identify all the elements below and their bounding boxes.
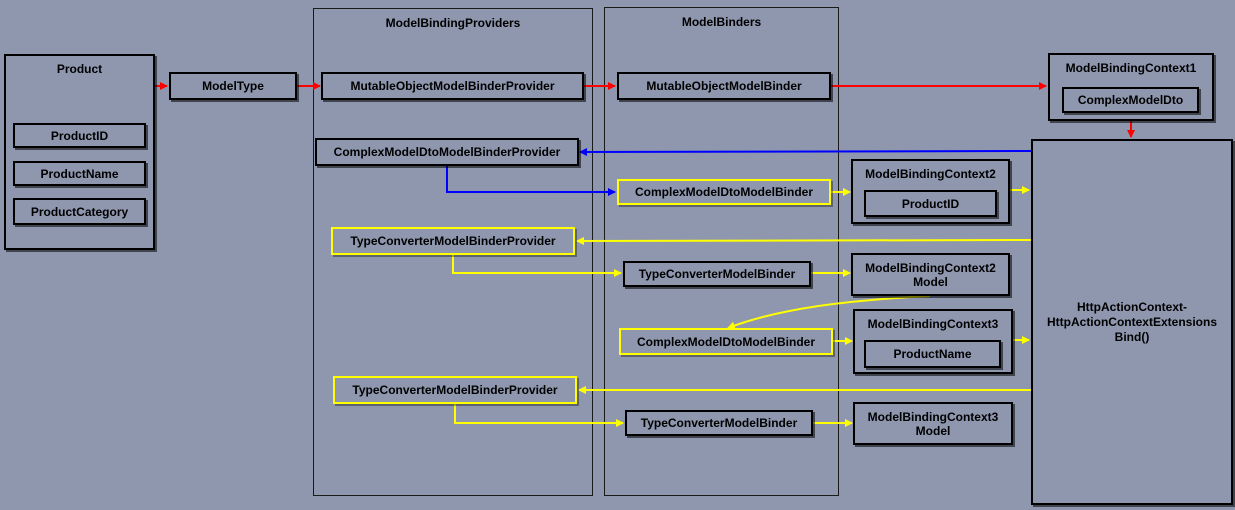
product-class-title: Product — [56, 62, 103, 76]
context2-productid: ProductID — [864, 190, 997, 217]
arrow-typeconverter-provider-2-to-binder — [454, 404, 624, 427]
mutable-object-binder-box: MutableObjectModelBinder — [617, 72, 831, 100]
complex-dto-provider-box: ComplexModelDtoModelBinderProvider — [315, 138, 579, 166]
arrow-action-to-complex-provider — [579, 147, 1032, 156]
complex-dto-binder-box-2: ComplexModelDtoModelBinder — [619, 328, 833, 355]
context3-title: ModelBindingContext3 — [867, 317, 999, 331]
model-type-box: ModelType — [169, 72, 297, 100]
product-class-box: Product — [4, 54, 155, 250]
context1-complex-model-dto: ComplexModelDto — [1062, 87, 1199, 113]
arrow-complex-provider-to-binder — [446, 166, 616, 196]
model-binders-group: ModelBinders — [604, 7, 839, 496]
model-binding-context2-model-box: ModelBindingContext2 Model — [851, 253, 1010, 296]
arrow-context2-model-to-complex-binder-2 — [727, 295, 931, 330]
model-binding-context2-box: ModelBindingContext2 — [851, 159, 1010, 224]
typeconverter-provider-box-2: TypeConverterModelBinderProvider — [333, 376, 577, 404]
typeconverter-binder-box-1: TypeConverterModelBinder — [623, 261, 811, 287]
model-binding-providers-group: ModelBindingProviders — [313, 8, 593, 496]
http-action-context-box: HttpActionContext- HttpActionContextExte… — [1031, 139, 1233, 505]
arrow-typeconverter-provider-1-to-binder — [452, 254, 622, 277]
product-field-productcategory: ProductCategory — [13, 198, 146, 225]
product-field-productid: ProductID — [13, 123, 146, 148]
context2-title: ModelBindingContext2 — [865, 167, 996, 181]
typeconverter-binder-box-2: TypeConverterModelBinder — [625, 410, 813, 436]
binders-group-title: ModelBinders — [681, 15, 762, 29]
context1-title: ModelBindingContext1 — [1065, 61, 1197, 75]
mutable-object-provider-box: MutableObjectModelBinderProvider — [321, 72, 584, 100]
product-field-productname: ProductName — [13, 161, 146, 186]
model-binding-context3-box: ModelBindingContext3 — [853, 309, 1013, 374]
context3-productname: ProductName — [864, 340, 1001, 368]
arrow-action-to-typeconverter-provider-1 — [576, 236, 1032, 245]
complex-dto-binder-box-1: ComplexModelDtoModelBinder — [617, 179, 831, 205]
typeconverter-provider-box-1: TypeConverterModelBinderProvider — [331, 227, 575, 255]
providers-group-title: ModelBindingProviders — [385, 16, 521, 30]
model-binding-context3-model-box: ModelBindingContext3 Model — [853, 402, 1013, 445]
model-binding-context1-box: ModelBindingContext1 — [1048, 53, 1214, 121]
